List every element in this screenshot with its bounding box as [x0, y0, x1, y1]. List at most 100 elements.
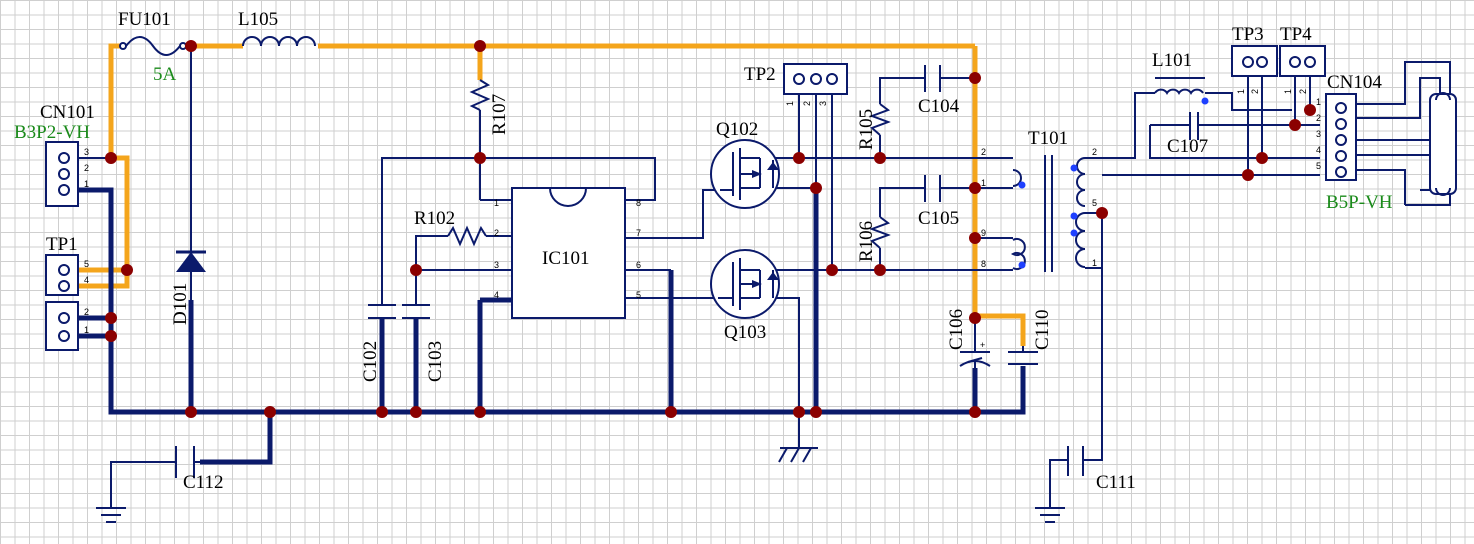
lamp-tube [1429, 92, 1457, 196]
label-cn101-part: B3P2-VH [14, 122, 90, 143]
pin-ic-2: 2 [494, 228, 499, 238]
pin-cn101-3: 3 [84, 147, 89, 157]
mosfet-q102[interactable] [710, 139, 780, 209]
connector-cn104[interactable] [1325, 93, 1357, 181]
pin-cn104-5: 5 [1316, 161, 1321, 171]
label-fu101: FU101 [118, 9, 171, 30]
label-c112: C112 [183, 472, 223, 493]
pin-tp4-2: 2 [1298, 89, 1308, 94]
pin-numbers: 3 2 1 5 4 2 1 1 2 3 4 8 7 6 5 1 2 3 2 1 … [84, 89, 1321, 350]
label-r102: R102 [414, 208, 455, 229]
diode-d101[interactable] [176, 248, 206, 300]
ic101-chip[interactable] [511, 187, 626, 319]
t101-dot-2 [1018, 261, 1026, 269]
pin-t101-8: 8 [981, 259, 986, 269]
t101-dot-4 [1070, 212, 1078, 220]
capacitor-c111[interactable] [1067, 446, 1084, 476]
connector-tp3[interactable] [1231, 45, 1278, 77]
label-fuse-rating: 5A [153, 64, 177, 85]
label-c102: C102 [360, 341, 381, 382]
inductor-l101[interactable] [1154, 77, 1209, 105]
pin-tp2-2: 2 [802, 101, 812, 106]
pin-tp1-2: 2 [84, 307, 89, 317]
pin-tp3-2: 2 [1250, 89, 1260, 94]
label-tp1: TP1 [46, 234, 78, 255]
connector-cn101[interactable] [45, 141, 79, 207]
mosfet-q103[interactable] [710, 249, 780, 319]
label-c107: C107 [1167, 136, 1208, 157]
ground-symbol-1 [96, 507, 126, 523]
label-l105: L105 [238, 9, 278, 30]
resistor-r105[interactable] [869, 103, 891, 136]
label-c106: C106 [946, 309, 967, 350]
pin-tp1-4: 4 [84, 275, 89, 285]
inductor-l105[interactable] [242, 36, 316, 47]
junctions [105, 40, 1316, 418]
label-r107: R107 [489, 94, 510, 135]
pin-cn104-2: 2 [1316, 113, 1321, 123]
pin-t101-1: 1 [981, 178, 986, 188]
capacitor-c112[interactable] [170, 446, 200, 478]
pin-ic-1: 1 [494, 198, 499, 208]
label-tp2: TP2 [744, 64, 776, 85]
label-ic101: IC101 [542, 248, 590, 269]
label-cn101: CN101 [40, 102, 95, 123]
c106-plus-sign: + [980, 340, 985, 350]
label-c110: C110 [1032, 310, 1053, 350]
capacitor-c103[interactable] [402, 304, 430, 319]
label-l101: L101 [1152, 50, 1192, 71]
capacitor-c105[interactable] [924, 175, 941, 202]
pin-t101-9: 9 [981, 228, 986, 238]
pin-cn104-4: 4 [1316, 145, 1321, 155]
pin-cn104-3: 3 [1316, 129, 1321, 139]
label-q103: Q103 [724, 322, 766, 343]
t101-dot-1 [1018, 181, 1026, 189]
fuse-fu101[interactable] [119, 36, 187, 56]
label-c105: C105 [918, 208, 959, 229]
pin-tp1-1: 1 [84, 325, 89, 335]
pin-ic-8: 8 [636, 198, 641, 208]
t101-dot-3 [1070, 164, 1078, 172]
pin-ic-5: 5 [636, 290, 641, 300]
label-r105: R105 [856, 109, 877, 150]
resistor-r106[interactable] [869, 216, 891, 249]
pin-t101-r2: 2 [1092, 147, 1097, 157]
label-q102: Q102 [716, 119, 758, 140]
label-c103: C103 [425, 341, 446, 382]
label-c111: C111 [1096, 472, 1136, 493]
capacitor-c102[interactable] [368, 304, 396, 319]
pin-t101-2: 2 [981, 147, 986, 157]
pin-ic-4: 4 [494, 290, 499, 300]
capacitor-c104[interactable] [924, 65, 941, 92]
capacitor-c110[interactable] [1008, 346, 1038, 365]
pin-tp1-5: 5 [84, 259, 89, 269]
pin-cn104-1: 1 [1316, 97, 1321, 107]
label-cn104: CN104 [1327, 72, 1382, 93]
ground-symbol-3 [1035, 507, 1065, 523]
pin-tp3-1: 1 [1236, 89, 1246, 94]
resistor-r107[interactable] [469, 79, 491, 111]
pin-ic-3: 3 [494, 260, 499, 270]
resistor-r102[interactable] [447, 225, 487, 247]
t101-dot-5 [1070, 229, 1078, 237]
label-r106: R106 [856, 221, 877, 262]
label-c104: C104 [918, 96, 960, 117]
pin-t101-r5: 5 [1092, 198, 1097, 208]
connector-tp1[interactable] [45, 254, 79, 351]
connector-tp2[interactable] [783, 63, 848, 95]
pin-tp2-1: 1 [785, 101, 795, 106]
label-tp3: TP3 [1232, 24, 1264, 45]
pin-ic-7: 7 [636, 228, 641, 238]
ground-symbol-2 [778, 447, 818, 463]
pin-tp2-3: 3 [818, 101, 828, 106]
label-cn104-part: B5P-VH [1326, 192, 1393, 213]
label-d101: D101 [170, 283, 191, 325]
connector-tp4[interactable] [1279, 45, 1326, 77]
pin-tp4-1: 1 [1283, 89, 1293, 94]
pin-cn101-2: 2 [84, 163, 89, 173]
label-tp4: TP4 [1280, 24, 1312, 45]
label-t101: T101 [1028, 128, 1068, 149]
capacitor-c107[interactable] [1189, 112, 1199, 140]
